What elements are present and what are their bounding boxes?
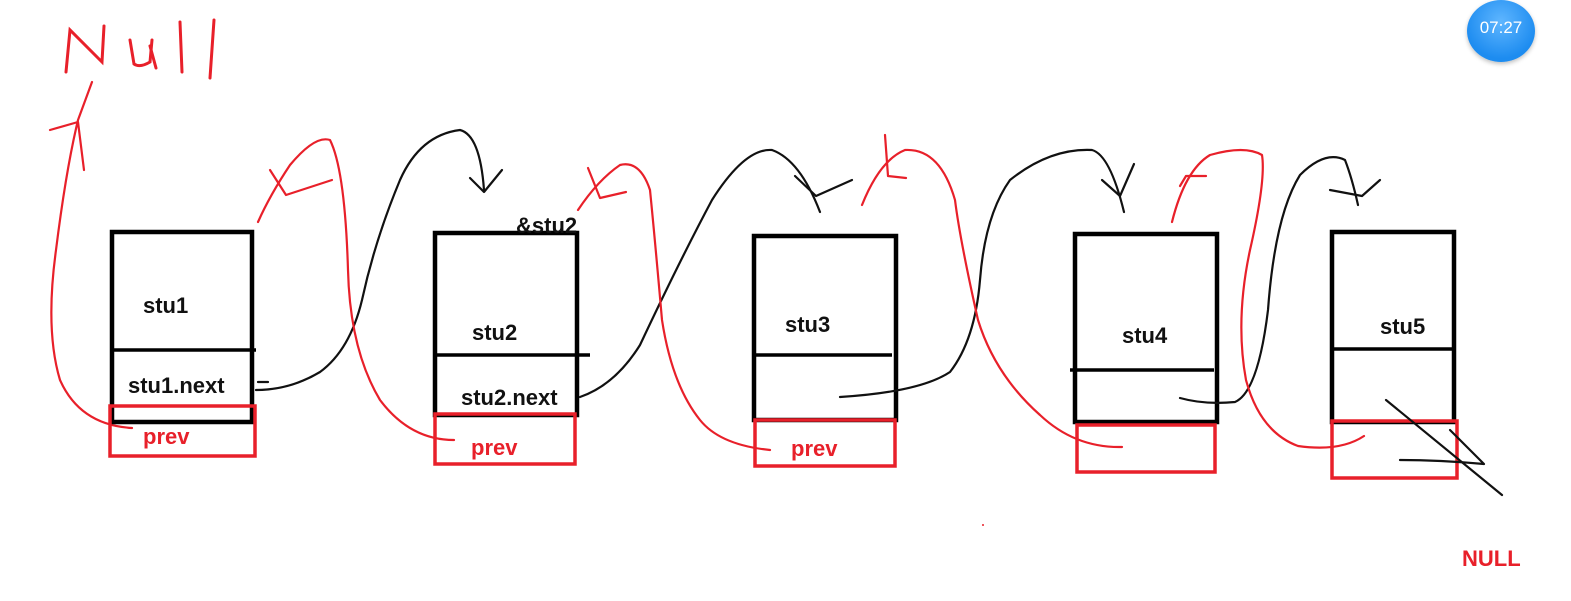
next-pointer-stu4-to-stu5 — [1178, 156, 1382, 404]
node-next-label: stu2.next — [461, 385, 558, 410]
next-pointer-stu2-to-stu3 — [578, 148, 854, 399]
node-stu1: stu1 stu1.next prev — [108, 229, 257, 458]
timer-badge[interactable]: 07:27 — [1467, 0, 1535, 62]
node-name: stu1 — [143, 293, 188, 318]
node-name: stu4 — [1122, 323, 1168, 348]
prev-label: prev — [143, 424, 190, 449]
prev-label: prev — [471, 435, 518, 460]
node-box — [1072, 231, 1220, 425]
node-name: stu2 — [472, 320, 517, 345]
next-pointer-stu3-to-stu4 — [838, 148, 1136, 399]
node-box — [109, 229, 255, 425]
address-label: &stu2 — [516, 213, 577, 238]
node-stu4: stu4 — [1070, 231, 1220, 474]
node-stu2: &stu2 stu2 stu2.next prev — [432, 213, 590, 466]
next-pointer-stu1-to-stu2 — [254, 128, 504, 392]
node-next-label: stu1.next — [128, 373, 225, 398]
handwritten-null-text — [64, 18, 216, 80]
prev-pointer-stu3-to-stu2 — [576, 163, 772, 452]
prev-label: prev — [791, 436, 838, 461]
prev-pointer-stu2-to-stu1 — [256, 138, 456, 442]
null-label: NULL — [1462, 546, 1521, 571]
prev-field — [753, 418, 897, 468]
node-name: stu5 — [1380, 314, 1425, 339]
stray-dot — [982, 524, 984, 526]
timer-time: 07:27 — [1479, 18, 1523, 37]
next-pointer-stu5-to-null — [1384, 398, 1504, 497]
node-stu3: stu3 prev — [751, 233, 899, 468]
node-name: stu3 — [785, 312, 830, 337]
prev-pointer-stu5-to-stu4 — [1170, 148, 1366, 449]
node-stu5: stu5 — [1329, 229, 1459, 480]
prev-field — [1075, 423, 1217, 474]
prev-pointer-stu4-to-stu3 — [860, 133, 1124, 449]
prev-field — [108, 404, 257, 458]
prev-field — [1330, 419, 1459, 480]
prev-pointer-stu1-to-null — [48, 80, 134, 430]
